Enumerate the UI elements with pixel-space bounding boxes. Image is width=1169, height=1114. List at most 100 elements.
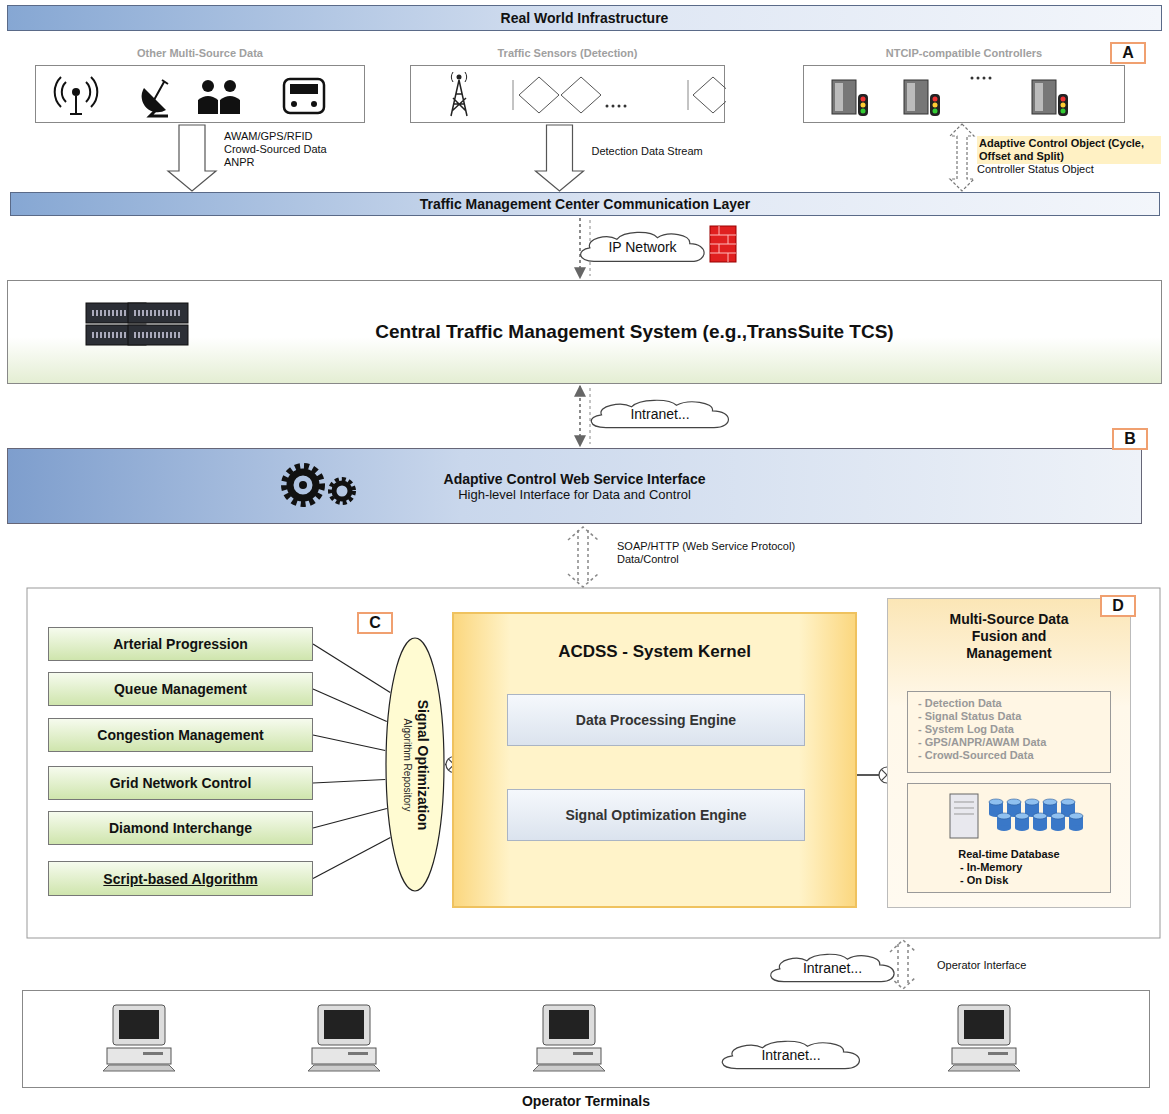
- text-group: Other Multi-Source Data: [36, 47, 364, 59]
- connector: [313, 780, 385, 784]
- operator-double-arrow: [890, 940, 916, 989]
- network-cloud: Intranet...: [716, 1039, 866, 1071]
- kernel-box: ACDSS - System KernelData Processing Eng…: [452, 612, 857, 908]
- node-text: Other Multi-Source Data: [36, 47, 364, 59]
- source-box: Traffic Sensors (Detection): [410, 65, 725, 123]
- connector: [313, 838, 390, 879]
- text-group: Data Processing Engine: [508, 695, 804, 745]
- connector: [313, 809, 387, 829]
- algorithm-box: Script-based Algorithm: [48, 861, 313, 896]
- interface-box: Adaptive Control Web Service InterfaceHi…: [7, 448, 1142, 524]
- node-text: Traffic Management Center Communication …: [420, 196, 751, 212]
- database-box: Real-time Database- In-Memory- On Disk: [907, 783, 1111, 893]
- node-text: - Detection Data: [918, 697, 1046, 710]
- network-cloud: Intranet...: [765, 952, 900, 984]
- soap-double-arrow: [568, 527, 598, 587]
- connector: [313, 644, 390, 693]
- callout-letter: C: [357, 612, 393, 634]
- node-text: Operator Terminals: [23, 1092, 1149, 1110]
- text-group: Multi-Source Data Fusion and Management: [888, 611, 1130, 662]
- layer-band: Traffic Management Center Communication …: [10, 192, 1160, 216]
- repository-ellipse: Signal OptimizationAlgorithm Repository: [385, 637, 445, 892]
- node-text: IP Network: [608, 239, 676, 255]
- node-text: ACDSS - System Kernel: [454, 642, 855, 662]
- node-text: - Crowd-Sourced Data: [918, 749, 1046, 762]
- text-group: Intranet...: [585, 398, 735, 430]
- node-icon: [804, 66, 1126, 124]
- node-text: Adaptive Control Web Service Interface: [444, 471, 706, 487]
- node-text: Intranet...: [630, 406, 689, 422]
- terminals-box: Operator TerminalsIntranet...: [22, 990, 1150, 1088]
- text-group: Script-based Algorithm: [49, 862, 312, 895]
- algorithm-box: Grid Network Control: [48, 766, 313, 800]
- node-text: High-level Interface for Data and Contro…: [458, 487, 691, 502]
- node-icon: [23, 991, 1151, 1089]
- node-text: Signal Optimization: [415, 640, 430, 890]
- callout-letter: B: [1112, 428, 1148, 450]
- connector: [950, 124, 974, 191]
- connector: [580, 386, 590, 446]
- node-text: - Signal Status Data: [918, 710, 1046, 723]
- node-text: Script-based Algorithm: [103, 871, 257, 887]
- node-text: - In-Memory: [908, 861, 1110, 874]
- source-box: Other Multi-Source Data: [35, 65, 365, 123]
- node-text: Real World Infrastructure: [501, 10, 669, 26]
- edge-label: Detection Data Stream: [592, 145, 762, 158]
- network-cloud: Intranet...: [585, 398, 735, 430]
- node-text: Grid Network Control: [110, 775, 252, 791]
- node-text: - On Disk: [908, 874, 1110, 887]
- node-text: Algorithm Repository: [400, 640, 415, 890]
- node-text: Diamond Interchange: [109, 820, 252, 836]
- algorithm-box: Queue Management: [48, 672, 313, 706]
- fusion-box: Multi-Source Data Fusion and Management -…: [887, 598, 1131, 908]
- text-group: ACDSS - System Kernel: [454, 642, 855, 662]
- connector: [313, 735, 385, 751]
- text-group: Grid Network Control: [49, 767, 312, 799]
- acdss-container: [27, 588, 1160, 938]
- data-list-box: - Detection Data- Signal Status Data- Sy…: [907, 691, 1111, 773]
- node-text: Real-time Database: [908, 848, 1110, 861]
- text-group: Traffic Management Center Communication …: [11, 193, 1159, 215]
- connector: [313, 689, 387, 722]
- node-text: Arterial Progression: [113, 636, 248, 652]
- node-text: Signal Optimization Engine: [565, 807, 746, 823]
- node-text: Central Traffic Management System (e.g.,…: [375, 321, 893, 343]
- annotation-label: Operator Interface: [937, 959, 1026, 972]
- text-group: Intranet...: [765, 952, 900, 984]
- text-group: Real-time Database- In-Memory- On Disk: [908, 848, 1110, 887]
- node-icon: [411, 66, 726, 124]
- node-text: Congestion Management: [97, 727, 263, 743]
- callout-letter: A: [1110, 42, 1146, 64]
- text-group: Signal Optimization Engine: [508, 790, 804, 840]
- text-group: Real World Infrastructure: [8, 6, 1161, 30]
- text-group: Arterial Progression: [49, 628, 312, 660]
- engine-box: Signal Optimization Engine: [507, 789, 805, 841]
- firewall-icon: [710, 226, 736, 262]
- text-group: - Detection Data- Signal Status Data- Sy…: [918, 697, 1046, 762]
- text-group: Diamond Interchange: [49, 812, 312, 844]
- text-group: Adaptive Control Web Service InterfaceHi…: [8, 449, 1141, 523]
- text-group: Traffic Sensors (Detection): [411, 47, 724, 59]
- text-group: NTCIP-compatible Controllers: [804, 47, 1124, 59]
- node-text: Traffic Sensors (Detection): [411, 47, 724, 59]
- annotation-label: Controller Status Object: [977, 163, 1094, 176]
- text-group: Central Traffic Management System (e.g.,…: [8, 281, 1161, 383]
- text-group: IP Network: [575, 230, 710, 264]
- text-group: Queue Management: [49, 673, 312, 705]
- node-text: Multi-Source Data Fusion and Management: [945, 611, 1073, 662]
- text-group: Signal OptimizationAlgorithm Repository: [400, 640, 430, 890]
- connector: [168, 125, 216, 191]
- server-box: Central Traffic Management System (e.g.,…: [7, 280, 1162, 384]
- node-text: Intranet...: [803, 960, 862, 976]
- connector: [536, 125, 584, 191]
- layer-band: Real World Infrastructure: [7, 5, 1162, 31]
- node-text: - System Log Data: [918, 723, 1046, 736]
- algorithm-box: Diamond Interchange: [48, 811, 313, 845]
- network-cloud: IP Network: [575, 230, 710, 264]
- node-text: - GPS/ANPR/AWAM Data: [918, 736, 1046, 749]
- text-group: Congestion Management: [49, 719, 312, 751]
- node-text: NTCIP-compatible Controllers: [804, 47, 1124, 59]
- text-group: Operator Terminals: [23, 1092, 1149, 1110]
- node-text: Intranet...: [761, 1047, 820, 1063]
- edge-label: Adaptive Control Object (Cycle, Offset a…: [977, 136, 1161, 164]
